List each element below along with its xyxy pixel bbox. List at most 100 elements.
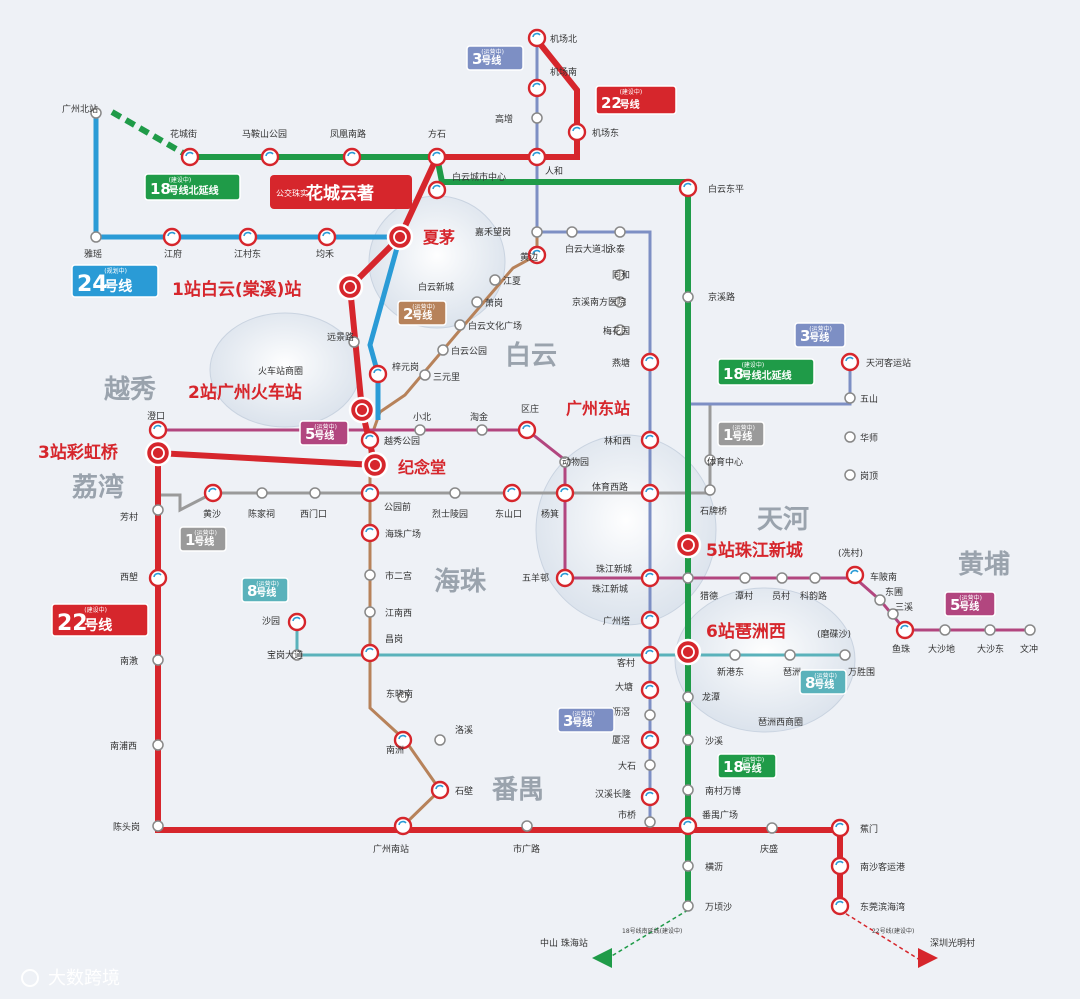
svg-text:(运营中): (运营中)	[194, 529, 217, 537]
station-marker	[682, 900, 694, 912]
station-label: 西塱	[120, 571, 138, 583]
interchange-icon	[835, 860, 844, 866]
interchange-icon	[532, 82, 541, 88]
svg-text:18: 18	[150, 180, 171, 198]
station-marker	[984, 624, 996, 636]
svg-text:22: 22	[57, 611, 88, 636]
station-marker	[809, 572, 821, 584]
line-1	[158, 402, 712, 513]
svg-text:18: 18	[723, 758, 744, 776]
svg-text:号线: 号线	[104, 278, 132, 295]
svg-text:(运营中): (运营中)	[732, 424, 755, 432]
station-label: 大塘	[615, 681, 633, 693]
svg-text:号线: 号线	[620, 98, 640, 111]
interchange-icon	[355, 403, 369, 417]
interchange-icon	[398, 734, 407, 740]
station-label: 广州塔	[603, 615, 630, 627]
station-marker	[348, 336, 360, 348]
station-marker	[360, 523, 380, 543]
station-label: 白云东平	[708, 183, 744, 195]
interchange-icon	[167, 231, 176, 237]
svg-text:24: 24	[77, 272, 108, 297]
interchange-icon	[398, 820, 407, 826]
station-label: 嘉禾望岗	[475, 226, 511, 238]
south-arrow-green	[592, 948, 612, 968]
station-labels: 机场北机场南机场东高增人和白云城市中心白云东平广州北站花城街马鞍山公园凤凰南路方…	[62, 33, 1038, 913]
svg-text:(运营中): (运营中)	[959, 594, 982, 602]
svg-text:号线北延线: 号线北延线	[742, 369, 792, 382]
station-label: 三元里	[433, 372, 460, 383]
station-label: 汉溪长隆	[595, 788, 631, 800]
interchange-icon	[683, 182, 692, 188]
station-marker	[309, 487, 321, 499]
line-badge: 3号线(运营中)	[557, 707, 615, 733]
terminals: 中山 珠海站 18号线南延线(建设中) 深圳光明村 22号线(建设中)	[540, 927, 975, 949]
svg-text:号线: 号线	[412, 309, 432, 322]
key-station-pazhou-note: (磨碟沙)	[817, 629, 851, 640]
station-marker	[1024, 624, 1036, 636]
key-station-marker	[674, 531, 702, 559]
svg-text:(建设中): (建设中)	[620, 88, 643, 96]
station-marker	[397, 691, 409, 703]
svg-text:3: 3	[563, 712, 573, 730]
svg-text:号线: 号线	[481, 54, 501, 67]
station-label: 白云大道北	[565, 243, 610, 255]
station-marker	[393, 730, 413, 750]
svg-text:(运营中): (运营中)	[314, 423, 337, 431]
station-marker	[682, 291, 694, 303]
station-marker	[489, 274, 501, 286]
station-marker	[640, 568, 660, 588]
station-marker	[682, 691, 694, 703]
bubble-label-zhujiang: 珠江新城	[596, 563, 632, 575]
promo-small: 公交珠实	[276, 188, 308, 198]
key-station-marker	[336, 273, 364, 301]
station-label: 厦滘	[612, 735, 630, 746]
station-label: 江府	[164, 248, 182, 260]
svg-text:2: 2	[403, 305, 413, 323]
station-label: 五山	[860, 394, 878, 405]
svg-text:(规划中): (规划中)	[104, 267, 127, 275]
interchange-icon	[265, 151, 274, 157]
interchange-icon	[432, 184, 441, 190]
station-label: 凤凰南路	[330, 128, 366, 140]
line-badge: 3号线(运营中)	[466, 45, 524, 71]
interchange-icon	[532, 32, 541, 38]
interchange-icon	[645, 649, 654, 655]
interchange-icon	[683, 820, 692, 826]
bubble-label-pazhou: 琶洲西商圈	[758, 716, 803, 728]
interchange-icon	[347, 151, 356, 157]
station-marker	[90, 231, 102, 243]
interchange-icon	[343, 280, 357, 294]
station-marker	[527, 245, 547, 265]
station-marker	[476, 424, 488, 436]
station-marker	[434, 734, 446, 746]
station-marker	[502, 483, 522, 503]
station-label: 南沙客运港	[860, 861, 905, 873]
svg-text:(运营中): (运营中)	[742, 756, 765, 764]
key-station-labels: 1站白云(棠溪)站 2站广州火车站 3站彩虹桥 纪念堂 夏茅 5站珠江新城 (冼…	[38, 228, 863, 642]
svg-text:3: 3	[800, 327, 810, 345]
line-badge: 5号线(运营中)	[944, 591, 996, 617]
station-label: 南浦西	[110, 740, 137, 752]
svg-text:号线: 号线	[572, 716, 592, 729]
svg-text:号线: 号线	[84, 617, 112, 634]
bubble-label-railway: 火车站商圈	[258, 365, 303, 377]
station-marker	[531, 226, 543, 238]
station-marker	[360, 643, 380, 663]
station-marker	[342, 147, 362, 167]
station-marker	[419, 369, 431, 381]
interchange-icon	[153, 424, 162, 430]
station-marker	[644, 709, 656, 721]
line-3-east	[688, 360, 852, 406]
interchange-icon	[645, 684, 654, 690]
district-label: 黄埔	[958, 549, 1010, 580]
station-marker	[614, 324, 626, 336]
svg-text:(运营中): (运营中)	[814, 672, 837, 680]
interchange-icon	[393, 230, 407, 244]
station-label: 澄口	[147, 410, 165, 422]
station-label: 沙园	[262, 616, 280, 627]
promo-tag: 公交珠实 花城云著	[270, 175, 412, 209]
station-marker	[152, 654, 164, 666]
